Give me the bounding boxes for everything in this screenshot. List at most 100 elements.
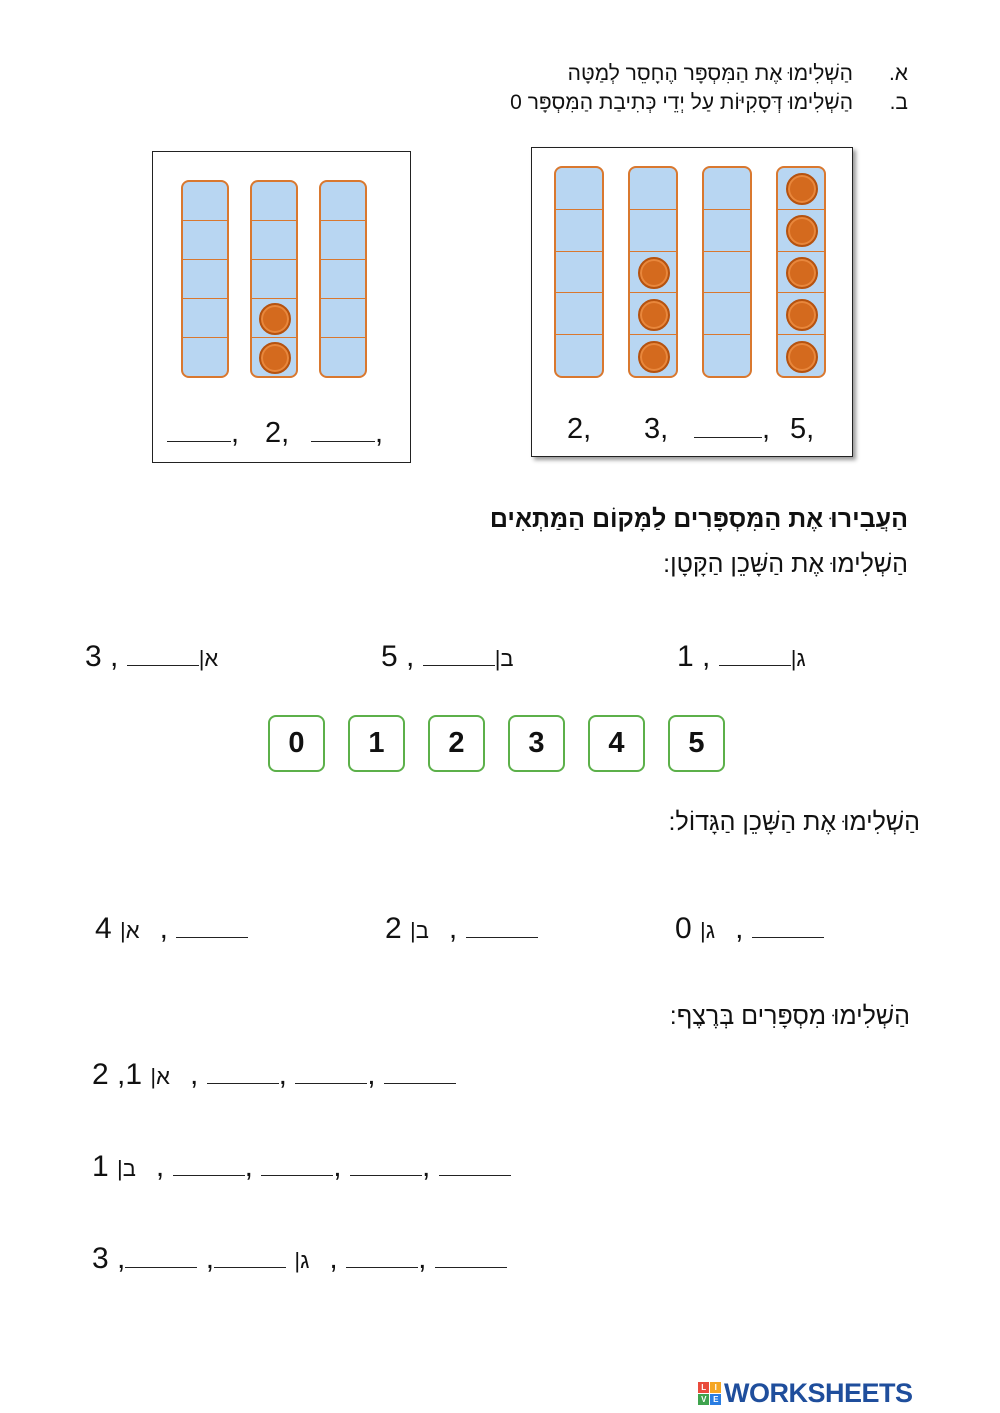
item-letter: א| — [150, 1064, 170, 1089]
sequence-row: א| 1, 2, , , — [92, 1058, 456, 1092]
ten-frame-column — [181, 180, 229, 378]
item-letter: ב| — [410, 918, 429, 943]
frame-cell — [321, 182, 365, 221]
number-tile-4[interactable]: 4 — [588, 715, 645, 772]
given-number: 2, — [385, 912, 458, 945]
heading-big-neighbor: הַשְׁלִימוּ אֶת הַשָּׁכֵן הַגָּדוֹל: — [668, 808, 920, 836]
number-tile-5[interactable]: 5 — [668, 715, 725, 772]
given-number: 5 — [381, 640, 398, 673]
frame-cell — [704, 293, 750, 336]
frame-cell — [252, 299, 296, 338]
answer-blank[interactable] — [261, 1174, 334, 1176]
frame-cell — [321, 260, 365, 299]
given-number: 0, — [675, 912, 744, 945]
sequence-row: ג| , , 3, , — [92, 1242, 507, 1276]
given-number: 4, — [95, 912, 168, 945]
answer-blank[interactable] — [718, 664, 791, 666]
frame-cell — [778, 335, 824, 376]
given-number: 1, — [117, 1058, 143, 1091]
number-tile-2[interactable]: 2 — [428, 715, 485, 772]
ten-frame-column — [776, 166, 826, 378]
big-neighbor-item: א| 4, — [95, 912, 249, 946]
given-number: 1 — [677, 640, 694, 673]
frame-cell — [252, 260, 296, 299]
ten-frame-column — [554, 166, 604, 378]
counter-dot — [259, 342, 291, 374]
ten-frame-column — [319, 180, 367, 378]
frame-cell — [630, 210, 676, 252]
frame-cell — [183, 182, 227, 221]
frame-cell — [556, 210, 602, 252]
item-letter: ג| — [700, 918, 716, 943]
small-neighbor-item: א| , 3 — [85, 640, 219, 673]
frame-cell — [252, 221, 296, 260]
frame-label[interactable]: , — [694, 413, 770, 446]
frame-cell — [183, 338, 227, 376]
number-tile-0[interactable]: 0 — [268, 715, 325, 772]
frame-label[interactable]: , — [311, 417, 383, 450]
frame-cell — [778, 252, 824, 294]
small-neighbor-item: ג| , 1 — [677, 640, 806, 673]
frame-cell — [183, 260, 227, 299]
frame-cell — [252, 338, 296, 376]
counter-dot — [786, 173, 818, 206]
frame-cell — [183, 299, 227, 338]
counter-dot — [638, 298, 670, 331]
small-neighbor-item: ב| , 5 — [381, 640, 514, 673]
frame-cell — [556, 335, 602, 376]
item-letter: ב| — [494, 646, 514, 671]
counter-dot — [638, 340, 670, 373]
given-number: 1, — [92, 1150, 165, 1183]
answer-blank[interactable] — [125, 1266, 198, 1268]
counter-dot — [786, 256, 818, 289]
frame-cell — [704, 210, 750, 252]
heading-small-neighbor: הַשְׁלִימוּ אֶת הַשָּׁכֵן הַקָּטָן: — [663, 550, 908, 578]
frame-cell — [252, 182, 296, 221]
answer-blank[interactable] — [176, 936, 249, 938]
number-tile-1[interactable]: 1 — [348, 715, 405, 772]
frame-cell — [556, 293, 602, 336]
answer-blank[interactable] — [172, 1174, 245, 1176]
instruction-a: א.הַשְׁלִימוּ אֶת הַמִּסְפָּר הֶחָסֵר לְ… — [567, 62, 908, 85]
item-letter: ב| — [117, 1156, 136, 1181]
counter-dot — [259, 303, 291, 335]
heading-move-numbers: הַעֲבִירוּ אֶת הַמִּסְפָּרִים לַמָּקוֹם … — [489, 505, 908, 533]
answer-blank[interactable] — [311, 440, 375, 442]
sequence-row: ב| 1, , , , — [92, 1150, 511, 1184]
frame-cell — [321, 221, 365, 260]
heading-sequence: הַשְׁלִימוּ מִסְפָּרִים בְּרֶצֶף: — [669, 1002, 910, 1030]
frame-cell — [630, 293, 676, 336]
frame-cell — [556, 168, 602, 210]
answer-blank[interactable] — [214, 1266, 287, 1268]
answer-blank[interactable] — [434, 1266, 507, 1268]
number-tile-3[interactable]: 3 — [508, 715, 565, 772]
answer-blank[interactable] — [383, 1082, 456, 1084]
frame-cell — [630, 252, 676, 294]
frame-label[interactable]: , — [167, 417, 239, 450]
answer-blank[interactable] — [694, 436, 762, 438]
answer-blank[interactable] — [465, 936, 538, 938]
counter-dot — [786, 215, 818, 248]
answer-blank[interactable] — [346, 1266, 419, 1268]
answer-blank[interactable] — [438, 1174, 511, 1176]
answer-blank[interactable] — [167, 440, 231, 442]
frame-cell — [704, 335, 750, 376]
answer-blank[interactable] — [422, 664, 495, 666]
answer-blank[interactable] — [295, 1082, 368, 1084]
big-neighbor-item: ג| 0, — [675, 912, 824, 946]
answer-blank[interactable] — [751, 936, 824, 938]
answer-blank[interactable] — [349, 1174, 422, 1176]
frame-label: 3, — [644, 413, 669, 445]
ten-frame-column — [628, 166, 678, 378]
answer-blank[interactable] — [206, 1082, 279, 1084]
big-neighbor-item: ב| 2, — [385, 912, 538, 946]
ten-frame-column — [702, 166, 752, 378]
instruction-b: ב.הַשְׁלִימוּ דְּסָקִיּוֹת עַל יְדֵי כְּ… — [510, 91, 908, 114]
answer-blank[interactable] — [126, 664, 199, 666]
frame-cell — [778, 168, 824, 210]
frame-cell — [630, 168, 676, 210]
frame-cell — [778, 293, 824, 336]
ten-frame-column — [250, 180, 298, 378]
